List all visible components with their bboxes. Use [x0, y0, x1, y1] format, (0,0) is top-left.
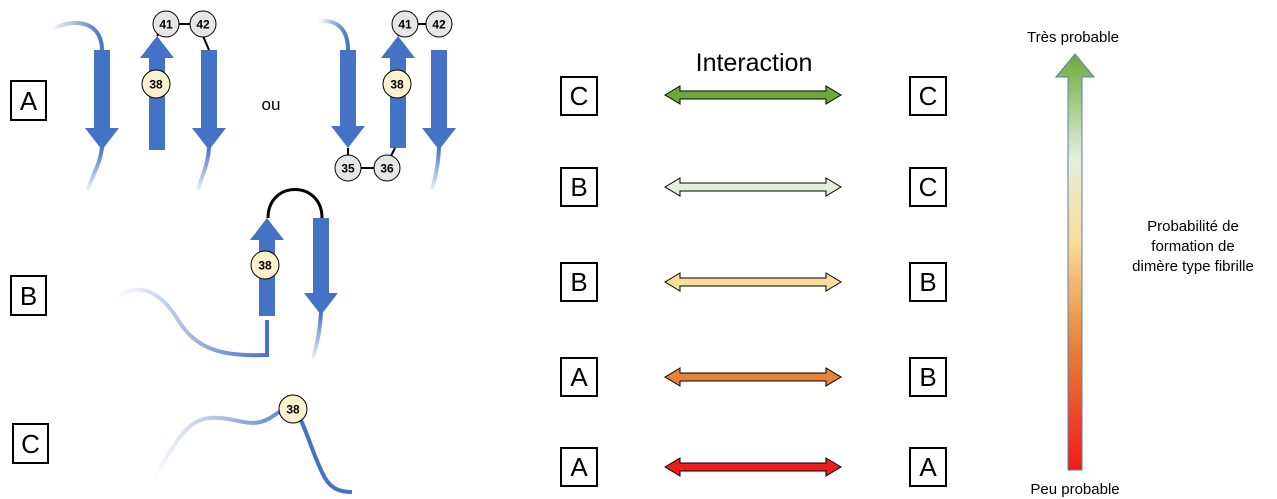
coil-disordered — [150, 405, 293, 482]
beta-strand-down — [192, 50, 226, 150]
residue-38-label: 38 — [286, 403, 300, 417]
scale-side-line-3: dimère type fibrille — [1132, 258, 1254, 275]
scale-bottom-label: Peu probable — [1030, 481, 1119, 498]
coil-n-terminal — [317, 19, 350, 51]
conformation-box-right — [909, 76, 947, 116]
coil-c-terminal — [311, 312, 323, 359]
conformation-label-left: A — [570, 362, 588, 392]
conformation-box-left — [560, 262, 598, 302]
residue-42 — [189, 10, 217, 38]
panel-c: C 38 — [12, 394, 353, 494]
residue-41 — [391, 10, 419, 38]
backbone-link — [390, 147, 396, 157]
interaction-arrow — [664, 457, 842, 477]
interaction-row: A B — [560, 357, 947, 397]
residue-38 — [250, 250, 280, 280]
coil-n-terminal — [114, 287, 269, 358]
conformation-box-left — [560, 167, 598, 207]
conformation-label-left: C — [570, 81, 589, 111]
conformation-box-left — [560, 447, 598, 487]
interaction-arrow — [664, 272, 842, 292]
panel-b-label: B — [20, 281, 37, 311]
interaction-row: B C — [560, 167, 947, 207]
conformation-label-left: B — [570, 172, 587, 202]
conformation-label-left: A — [570, 452, 588, 482]
panel-a-label-box — [10, 80, 47, 121]
interaction-arrow — [664, 85, 842, 105]
residue-38-label: 38 — [258, 259, 272, 273]
residue-41 — [152, 10, 180, 38]
coil-turn — [86, 147, 104, 191]
conformation-label-right: C — [919, 172, 938, 202]
probability-scale: Très probable Peu probable Probabilité d… — [1027, 29, 1254, 498]
conformation-box-right — [909, 357, 947, 397]
conformation-label-right: B — [919, 267, 936, 297]
panel-b: B 38 — [10, 188, 338, 359]
hairpin-loop — [266, 188, 324, 219]
residue-42 — [425, 10, 453, 38]
interaction-row: B B — [560, 262, 947, 302]
probability-gradient-arrow — [1054, 53, 1096, 471]
conformation-box-left — [560, 76, 598, 116]
conformation-label-right: A — [919, 452, 937, 482]
panel-b-label-box — [10, 275, 47, 316]
beta-strand-down — [331, 50, 365, 148]
conformation-label-right: B — [919, 362, 936, 392]
panel-a-hairpin-right: 41 42 38 35 36 — [317, 10, 456, 191]
residue-36 — [373, 154, 401, 182]
coil-n-terminal — [49, 20, 104, 51]
residue-38 — [278, 394, 308, 424]
conformation-box-right — [909, 167, 947, 207]
coil-c-terminal — [196, 147, 211, 191]
residue-42-label: 42 — [432, 18, 446, 32]
conformation-box-left — [560, 357, 598, 397]
conformation-box-right — [909, 262, 947, 302]
residue-38 — [382, 69, 412, 99]
beta-strand-down — [85, 50, 119, 150]
conformation-label-left: B — [570, 267, 587, 297]
interaction-title: Interaction — [696, 49, 813, 77]
backbone-link — [202, 35, 210, 51]
scale-side-line-1: Probabilité de — [1147, 218, 1239, 235]
interaction-arrow — [664, 177, 842, 197]
scale-top-label: Très probable — [1027, 29, 1119, 46]
conformation-label-right: C — [919, 81, 938, 111]
beta-strand-down — [304, 218, 338, 315]
residue-41-label: 41 — [159, 18, 173, 32]
or-text: ou — [262, 95, 281, 114]
conformation-box-right — [909, 447, 947, 487]
residue-36-label: 36 — [380, 162, 394, 176]
residue-38-label: 38 — [390, 78, 404, 92]
residue-35-label: 35 — [341, 162, 355, 176]
panel-a-hairpin-left: 41 42 38 — [49, 10, 226, 191]
beta-strand-down — [422, 50, 456, 150]
panel-c-label-box — [12, 423, 49, 464]
residue-35 — [334, 154, 362, 182]
panel-a: A 41 42 38 ou — [10, 10, 456, 191]
interaction-row: A A — [560, 447, 947, 487]
residue-41-label: 41 — [398, 18, 412, 32]
residue-42-label: 42 — [196, 18, 210, 32]
interaction-arrow — [664, 367, 842, 387]
interaction-row: C C — [560, 76, 947, 116]
residue-38 — [141, 69, 171, 99]
scale-side-line-2: formation de — [1151, 238, 1234, 255]
coil-c-terminal — [430, 147, 441, 191]
interaction-matrix: Interaction C C B C B B A B — [560, 49, 947, 487]
coil-disordered — [298, 417, 353, 494]
panel-c-label: C — [21, 429, 40, 459]
panel-a-label: A — [20, 86, 38, 116]
residue-38-label: 38 — [149, 78, 163, 92]
